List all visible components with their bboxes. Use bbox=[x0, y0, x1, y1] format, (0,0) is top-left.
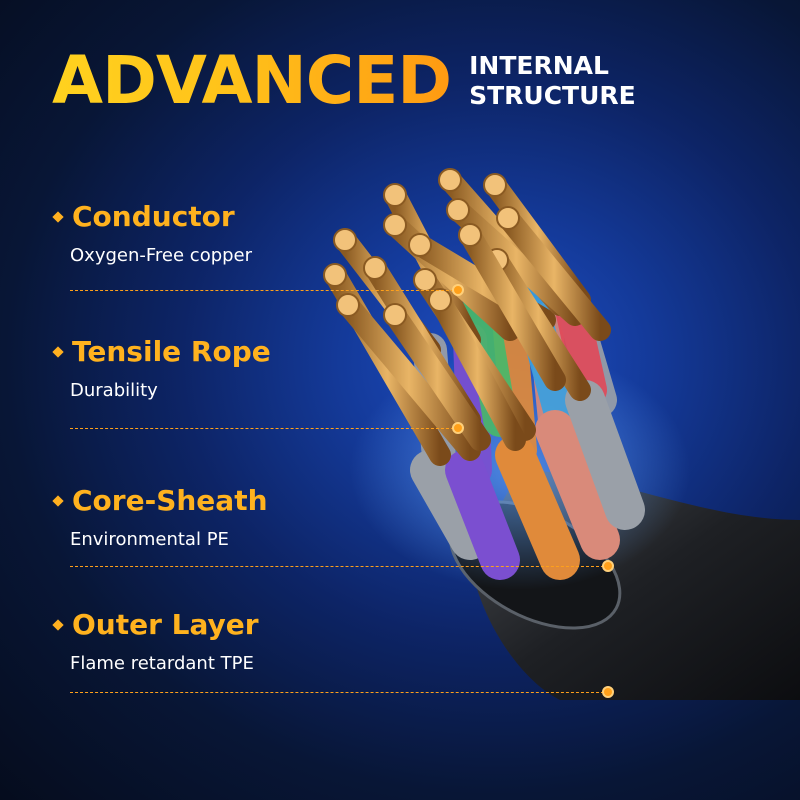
feature-description: Flame retardant TPE bbox=[70, 652, 254, 674]
bullet-diamond-icon bbox=[52, 619, 64, 632]
strand-tip bbox=[383, 183, 407, 207]
callout-dot-core-sheath bbox=[602, 560, 614, 572]
strand-tip bbox=[458, 223, 482, 247]
headline-sub: INTERNAL STRUCTURE bbox=[469, 51, 636, 111]
copper-strand bbox=[497, 207, 611, 341]
copper-strand bbox=[337, 294, 481, 461]
sheathed-wire bbox=[495, 435, 580, 580]
leader-line-conductor bbox=[70, 290, 454, 291]
feature-outer-layer: Outer Layer Flame retardant TPE bbox=[52, 608, 259, 674]
sheathed-wire bbox=[410, 450, 490, 560]
headline-main: ADVANCED bbox=[52, 42, 452, 119]
bullet-diamond-icon bbox=[52, 346, 64, 359]
bullet-diamond-icon bbox=[52, 495, 64, 508]
strand-tip bbox=[428, 288, 452, 312]
sheathed-wire bbox=[535, 410, 620, 560]
copper-strand bbox=[429, 289, 526, 451]
leader-line-tensile-rope bbox=[70, 428, 454, 429]
strand-tip bbox=[323, 263, 347, 287]
feature-title: Core-Sheath bbox=[72, 484, 268, 517]
sheathed-wire bbox=[445, 450, 520, 580]
strand-tip bbox=[333, 228, 357, 252]
callout-dot-outer-layer bbox=[602, 686, 614, 698]
feature-title: Outer Layer bbox=[72, 608, 259, 641]
strand-tip bbox=[363, 256, 387, 280]
feature-description: Environmental PE bbox=[70, 528, 229, 550]
feature-tensile-rope: Tensile Rope Durability bbox=[52, 335, 271, 401]
feature-title: Conductor bbox=[72, 200, 235, 233]
feature-description: Oxygen-Free copper bbox=[70, 244, 253, 266]
callout-dot-tensile-rope bbox=[452, 422, 464, 434]
strand-tip bbox=[383, 303, 407, 327]
feature-title: Tensile Rope bbox=[72, 335, 271, 368]
headline-sub-line1: INTERNAL bbox=[469, 51, 609, 80]
feature-core-sheath: Core-Sheath Environmental PE bbox=[52, 484, 268, 550]
headline: ADVANCED INTERNAL STRUCTURE bbox=[52, 48, 636, 114]
copper-strand bbox=[486, 249, 591, 401]
bullet-diamond-icon bbox=[52, 211, 64, 224]
copper-strand bbox=[384, 304, 491, 451]
leader-line-core-sheath bbox=[70, 566, 604, 567]
copper-strands bbox=[323, 168, 611, 466]
strand-tip bbox=[408, 233, 432, 257]
feature-conductor: Conductor Oxygen-Free copper bbox=[52, 200, 253, 266]
headline-sub-line2: STRUCTURE bbox=[469, 81, 636, 110]
strand-tip bbox=[336, 293, 360, 317]
strand-tip bbox=[483, 173, 507, 197]
strand-tip bbox=[413, 268, 437, 292]
feature-description: Durability bbox=[70, 379, 158, 401]
strand-tip bbox=[446, 198, 470, 222]
strand-tip bbox=[496, 206, 520, 230]
sheathed-wire bbox=[565, 380, 645, 530]
leader-line-outer-layer bbox=[70, 692, 604, 693]
strand-tip bbox=[383, 213, 407, 237]
copper-strand bbox=[459, 224, 566, 391]
callout-dot-conductor bbox=[452, 284, 464, 296]
strand-tip bbox=[438, 168, 462, 192]
